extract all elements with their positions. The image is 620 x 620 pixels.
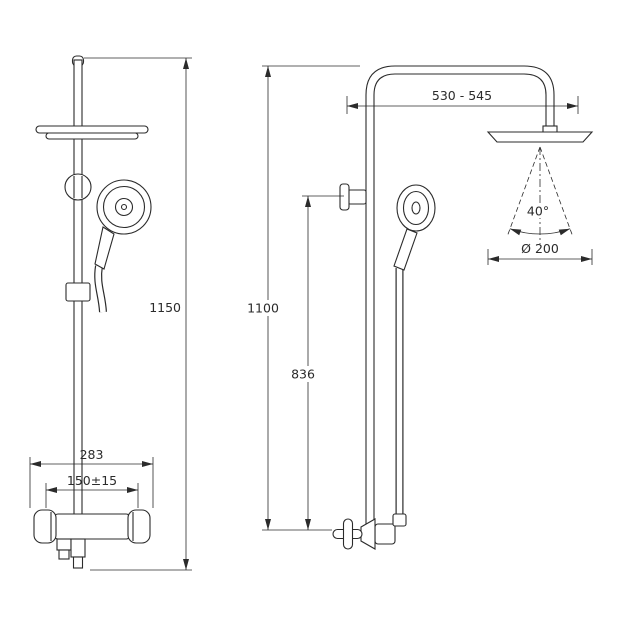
dim-column-height-label: 1100	[247, 301, 279, 316]
hand-shower-handle-side	[393, 228, 418, 271]
front-view-dimensions: 1150 283 150±15	[29, 57, 192, 571]
side-view-drawing: 40° Ø 200 530 - 545	[243, 65, 594, 550]
hand-shower-handle	[94, 226, 115, 270]
overhead-shower-side	[486, 125, 594, 143]
mixer-left-fitting	[56, 538, 72, 551]
hose-fitting	[392, 513, 407, 527]
hand-shower-front	[94, 179, 152, 313]
mixer-right-handle	[127, 509, 151, 544]
reach-dimension: 530 - 545	[346, 88, 579, 114]
dim-inlet-centers-label: 150±15	[67, 473, 117, 488]
mixer-outlet	[70, 538, 86, 558]
dim-head-diameter-label: Ø 200	[521, 241, 559, 256]
mixer-left-handle	[33, 509, 57, 544]
overhead-shower-front	[35, 125, 149, 140]
riser-pipe-side	[365, 65, 555, 530]
mixer-valve-side	[332, 513, 407, 550]
hand-shower-holder	[339, 183, 367, 211]
dim-overall-height-label: 1150	[149, 300, 181, 315]
column-height-dimension: 1100	[243, 65, 360, 531]
dim-mixer-width-label: 283	[80, 447, 104, 462]
slider-ring	[64, 173, 92, 201]
pole-bracket	[65, 282, 91, 302]
mixer-bell	[360, 518, 376, 550]
head-diameter-dimension: Ø 200	[487, 241, 593, 265]
front-view-drawing: 1150 283 150±15	[29, 55, 192, 571]
dim-spray-angle-label: 40°	[527, 204, 549, 219]
hose-height-dimension: 836	[287, 195, 344, 530]
spray-cone: 40°	[506, 146, 574, 244]
hand-shower-side	[393, 184, 436, 518]
dim-reach-label: 530 - 545	[432, 88, 492, 103]
dim-hose-height-label: 836	[291, 367, 315, 382]
mixer-valve-front	[33, 509, 151, 569]
